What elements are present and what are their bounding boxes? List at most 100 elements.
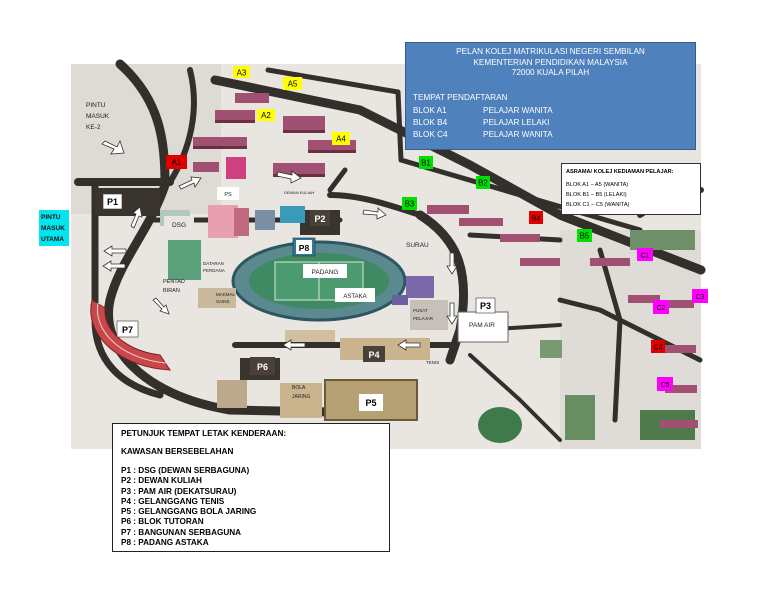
road-network (74, 59, 706, 442)
parking-legend-item: P1 : DSG (DEWAN SERBAGUNA) (121, 466, 250, 475)
block-label-a1-text: A1 (172, 158, 182, 167)
gate-second-line1: PINTU (86, 102, 106, 109)
block-label-b1 (419, 156, 433, 169)
block-label-c1-text: C1 (641, 253, 650, 260)
place-astaka: ASTAKA (343, 294, 366, 300)
block-label-a3 (233, 66, 250, 78)
parking-label-p3: P3 (480, 301, 491, 311)
parking-label-p2: P2 (314, 214, 325, 224)
block-label-b4-text: B4 (532, 216, 541, 223)
gate-main-line3: UTAMA (41, 236, 64, 243)
place-pentadbiran-2: BIRAN (163, 288, 180, 294)
place-padang: PADANG (312, 269, 339, 276)
hostel-legend-line: BLOK A1 – A5 (WANITA) (566, 182, 629, 188)
place-tenis: TENIS (426, 360, 439, 365)
place-makmal-1: MAKMAL (216, 292, 236, 297)
block-label-a2 (257, 109, 275, 121)
parking-legend-box: PETUNJUK TEMPAT LETAK KENDERAAN: KAWASAN… (112, 423, 390, 552)
parking-label-p5: P5 (365, 398, 376, 408)
direction-arrows (101, 139, 458, 351)
parking-legend-item: P8 : PADANG ASTAKA (121, 538, 209, 548)
parking-legend-item: P3 : PAM AIR (DEKATSURAU) (121, 486, 237, 496)
block-label-b5-text: B5 (580, 232, 590, 241)
block-label-b1-text: B1 (421, 159, 431, 168)
parking-legend-subheading: KAWASAN BERSEBELAHAN (121, 447, 234, 456)
registration-block: BLOK B4 (413, 117, 448, 127)
block-label-a5-text: A5 (288, 80, 298, 89)
block-label-a3-text: A3 (237, 69, 247, 78)
block-label-c4 (651, 340, 665, 353)
place-pam-air: PAM AIR (469, 322, 495, 329)
place-makmal-2: SAINS (216, 299, 230, 304)
block-label-c4-text: C4 (654, 345, 663, 352)
map-title-line-1: PELAN KOLEJ MATRIKULASI NEGERI SEMBILAN (456, 47, 645, 56)
registration-row: BLOK C4 PELAJAR WANITA (413, 129, 695, 141)
gate-main-label-bg (39, 210, 69, 246)
registration-block: BLOK A1 (413, 105, 447, 115)
place-surau: SURAU (406, 242, 429, 249)
hostel-legend-heading: ASRAMA/ KOLEJ KEDIAMAN PELAJAR: (566, 169, 674, 175)
parking-label-p8: P8 (299, 243, 310, 253)
parking-label-p4: P4 (368, 350, 379, 360)
parking-label-p6: P6 (257, 362, 268, 372)
gate-second-line3: KE-2 (86, 124, 101, 131)
block-label-b3-text: B3 (405, 200, 415, 209)
block-label-c1 (637, 248, 653, 261)
gate-second-line2: MASUK (86, 113, 110, 120)
place-dataran-1: DATARAN (203, 261, 224, 266)
block-label-c3-text: C3 (696, 294, 705, 301)
block-label-b3 (402, 197, 417, 210)
registration-row: BLOK B4 PELAJAR LELAKI (413, 117, 695, 129)
place-bola-jaring-1: BOLA (292, 385, 306, 391)
hostel-legend-box: ASRAMA/ KOLEJ KEDIAMAN PELAJAR: BLOK A1 … (561, 163, 701, 215)
block-label-a1 (166, 155, 187, 169)
parking-label-p1: P1 (107, 197, 118, 207)
block-label-c2 (653, 300, 669, 314)
registration-row: BLOK A1 PELAJAR WANITA (413, 105, 695, 117)
place-dewan-kuliah: DEWAN KULIAH (284, 190, 314, 195)
parking-legend-item: P5 : GELANGGANG BOLA JARING (121, 507, 257, 517)
place-pentadbiran-1: PENTAD (163, 279, 185, 285)
hostel-legend-line: BLOK C1 – C5 (WANITA) (566, 202, 630, 208)
stadium (231, 240, 407, 322)
gate-main-line1: PINTU (41, 214, 61, 221)
block-label-c5-text: C5 (661, 382, 670, 389)
place-ps: PS (224, 192, 232, 198)
block-label-b5 (577, 229, 592, 242)
block-label-b2 (476, 176, 490, 189)
block-label-b4 (529, 211, 543, 224)
block-label-a4-text: A4 (336, 135, 346, 144)
parking-legend-item: P4 : GELANGGANG TENIS (121, 496, 225, 506)
registration-block: BLOK C4 (413, 129, 448, 139)
block-label-a2-text: A2 (261, 111, 271, 120)
gate-main-line2: MASUK (41, 225, 65, 232)
hostel-legend-line: BLOK B1 – B5 (LELAKI) (566, 192, 627, 198)
block-label-c5 (657, 377, 673, 391)
block-label-b2-text: B2 (478, 179, 488, 188)
parking-label-p7: P7 (122, 325, 133, 335)
place-dataran-2: PERDANA (203, 268, 225, 273)
place-labels: DSG PS DEWAN KULIAH PADANG ASTAKA SURAU … (163, 187, 495, 400)
registration-who: PELAJAR WANITA (483, 105, 553, 115)
parking-legend-item: P7 : BANGUNAN SERBAGUNA (121, 527, 242, 537)
registration-who: PELAJAR WANITA (483, 129, 553, 139)
map-title-line-3: 72000 KUALA PILAH (511, 68, 590, 77)
parking-legend-heading: PETUNJUK TEMPAT LETAK KENDERAAN: (121, 429, 287, 438)
block-label-a4 (332, 132, 350, 145)
map-title-box: PELAN KOLEJ MATRIKULASI NEGERI SEMBILAN … (405, 42, 696, 150)
block-labels: A3 A5 A2 A4 A1 B1 B2 B3 B4 B5 C1 C3 C2 C… (166, 66, 708, 391)
place-dsg: DSG (172, 222, 186, 229)
registration-heading: TEMPAT PENDAFTARAN (413, 92, 508, 102)
map-title-line-2: KEMENTERIAN PENDIDIKAN MALAYSIA (473, 57, 628, 67)
parking-legend-item: P6 : BLOK TUTORAN (121, 517, 204, 527)
block-label-c2-text: C2 (657, 305, 666, 312)
place-pusat-pelajar-2: PELAJAR (413, 316, 434, 321)
registration-who: PELAJAR LELAKI (483, 117, 550, 127)
gate-labels: PINTU MASUK KE-2 PINTU MASUK UTAMA (39, 102, 110, 246)
place-pusat-pelajar-1: PUSAT (413, 308, 428, 313)
place-bola-jaring-2: JARING (292, 394, 310, 400)
parking-legend-item: P2 : DEWAN KULIAH (121, 476, 202, 486)
block-label-c3 (692, 289, 708, 303)
parking-labels: P1 P2 P8 P3 P4 P6 P7 P5 (102, 193, 496, 411)
block-label-a5 (283, 77, 302, 90)
